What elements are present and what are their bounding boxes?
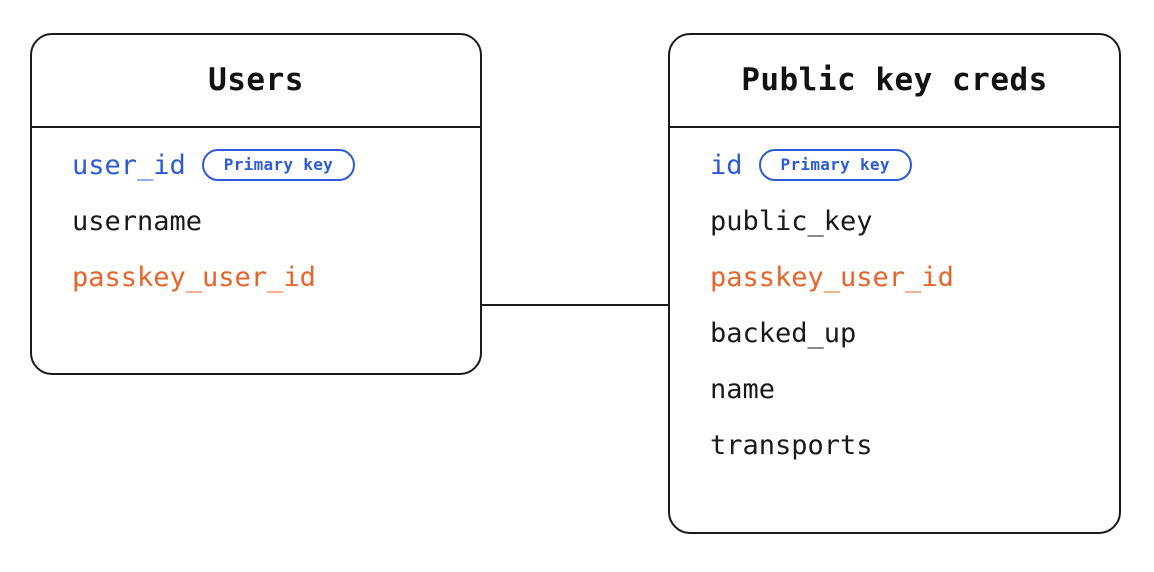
field-name-user-id: user_id [72, 149, 186, 181]
entity-header-public-key-creds: Public key creds [670, 35, 1119, 128]
entity-title-public-key-creds: Public key creds [741, 62, 1048, 98]
field-list-public-key-creds: id Primary key public_key passkey_user_i… [670, 137, 1119, 473]
field-name-public-key: public_key [710, 205, 873, 237]
entity-card-public-key-creds[interactable]: Public key creds id Primary key public_k… [668, 33, 1121, 534]
field-row-passkey-user-id[interactable]: passkey_user_id [32, 249, 480, 305]
field-name-id: id [710, 149, 743, 181]
field-name-backed-up: backed_up [710, 317, 857, 349]
field-row-passkey-user-id[interactable]: passkey_user_id [670, 249, 1119, 305]
field-name-username: username [72, 205, 203, 237]
field-name-passkey-user-id: passkey_user_id [72, 261, 316, 293]
field-row-public-key[interactable]: public_key [670, 193, 1119, 249]
field-name-name: name [710, 373, 776, 405]
entity-card-users[interactable]: Users user_id Primary key username passk… [30, 33, 482, 375]
field-row-transports[interactable]: transports [670, 417, 1119, 473]
field-row-id[interactable]: id Primary key [670, 137, 1119, 193]
relationship-connector-line [481, 304, 670, 306]
field-row-backed-up[interactable]: backed_up [670, 305, 1119, 361]
field-row-name[interactable]: name [670, 361, 1119, 417]
field-row-username[interactable]: username [32, 193, 480, 249]
entity-title-users: Users [208, 62, 304, 98]
field-name-transports: transports [710, 429, 873, 461]
field-list-users: user_id Primary key username passkey_use… [32, 137, 480, 305]
field-row-user-id[interactable]: user_id Primary key [32, 137, 480, 193]
field-name-passkey-user-id: passkey_user_id [710, 261, 954, 293]
primary-key-badge: Primary key [758, 149, 912, 181]
entity-header-users: Users [32, 35, 480, 128]
primary-key-badge: Primary key [201, 149, 356, 181]
